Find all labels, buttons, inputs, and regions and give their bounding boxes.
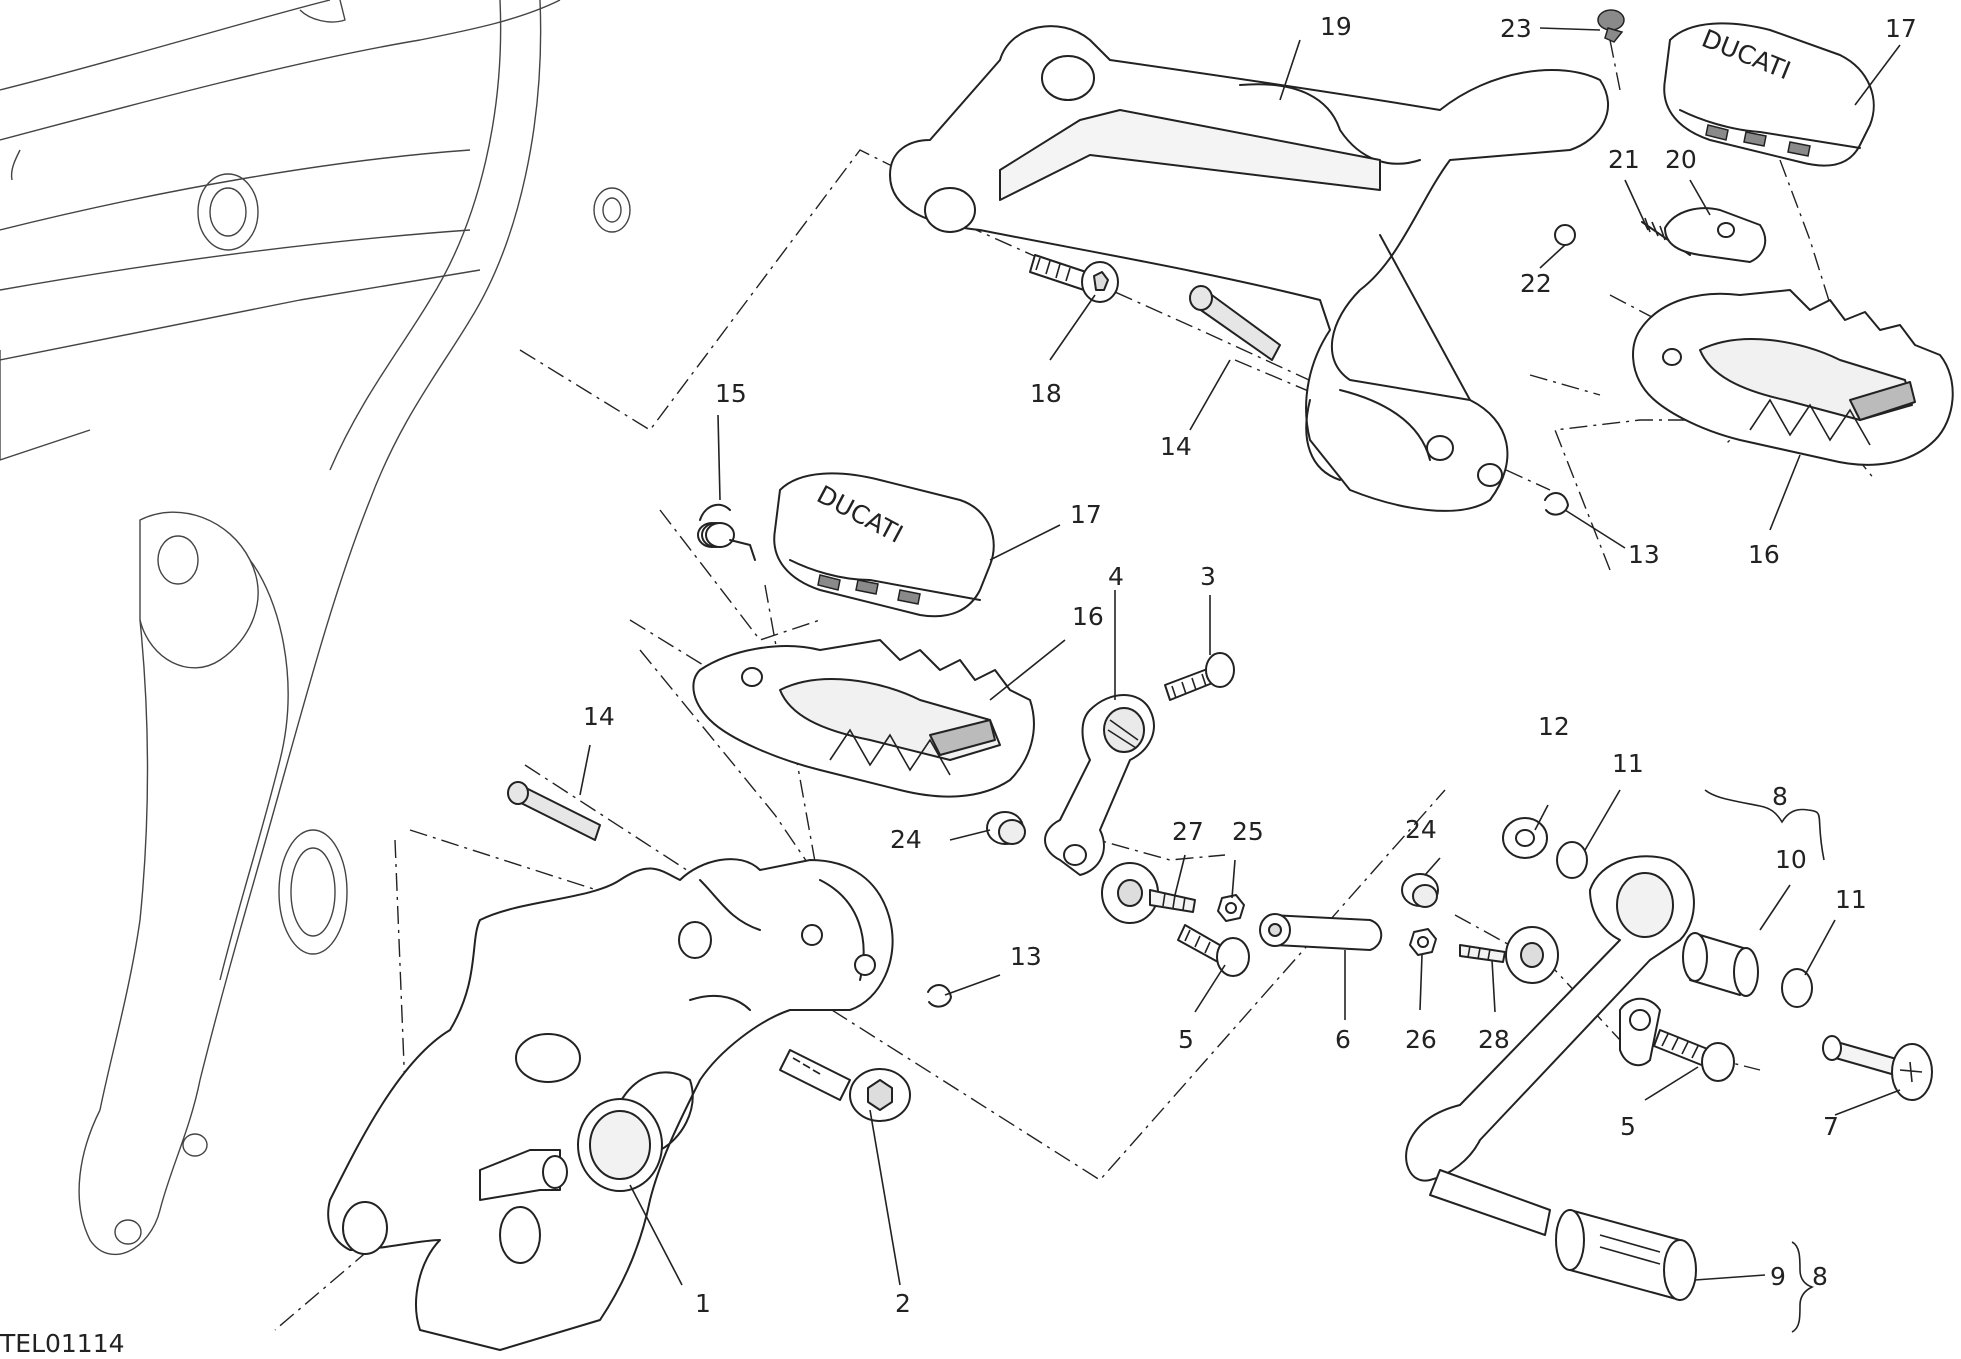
motorcycle-frame xyxy=(0,0,631,1256)
clip-13-lower xyxy=(927,984,952,1008)
callout-13-lower: 13 xyxy=(1010,942,1042,971)
callout-13-upper: 13 xyxy=(1628,540,1660,569)
bolt-18 xyxy=(1029,254,1119,303)
callout-4: 4 xyxy=(1108,562,1124,591)
bushing-10 xyxy=(1682,932,1759,997)
callout-21: 21 xyxy=(1608,145,1640,174)
callout-5-center: 5 xyxy=(1178,1025,1194,1054)
brace-8-bottom xyxy=(1791,1241,1815,1333)
pin-14-upper xyxy=(1189,285,1281,361)
callout-28: 28 xyxy=(1478,1025,1510,1054)
callout-7: 7 xyxy=(1823,1112,1839,1141)
circlip-11-upper xyxy=(1556,841,1588,879)
bolt-3 xyxy=(1164,652,1235,701)
callout-10: 10 xyxy=(1775,845,1807,874)
rider-footpeg xyxy=(692,639,1035,798)
clip-13-upper xyxy=(1544,492,1569,516)
nut-25 xyxy=(1217,894,1245,922)
bolt-5-right xyxy=(1653,1029,1735,1082)
callout-14-lower: 14 xyxy=(583,702,615,731)
spring-15 xyxy=(697,503,756,561)
callout-2: 2 xyxy=(895,1289,911,1318)
callout-24-right: 24 xyxy=(1405,815,1437,844)
callout-5-right: 5 xyxy=(1620,1112,1636,1141)
callout-27: 27 xyxy=(1172,817,1204,846)
bolt-2 xyxy=(779,1049,911,1122)
callout-22: 22 xyxy=(1520,269,1552,298)
gear-peg-rubber-9 xyxy=(1555,1209,1697,1301)
callout-26: 26 xyxy=(1405,1025,1437,1054)
callout-24-left: 24 xyxy=(890,825,922,854)
callout-9: 9 xyxy=(1770,1262,1786,1291)
passenger-footpeg xyxy=(1632,289,1954,466)
passenger-footpeg-rubber: DUCATI xyxy=(1663,22,1875,167)
plate-20 xyxy=(1664,207,1767,263)
callout-23: 23 xyxy=(1500,14,1532,43)
ball-22 xyxy=(1554,224,1576,246)
gear-lever-8 xyxy=(1405,855,1695,1236)
nut-24-left xyxy=(986,811,1026,845)
callout-14-upper: 14 xyxy=(1160,432,1192,461)
callout-labels: 19 23 17 21 20 22 13 16 18 14 15 17 16 4… xyxy=(583,12,1917,1318)
callout-17-lower: 17 xyxy=(1070,500,1102,529)
linkage-rod-6 xyxy=(1259,913,1383,951)
nut-24-right xyxy=(1401,873,1439,908)
callout-8-upper: 8 xyxy=(1772,782,1788,811)
circlip-11-lower xyxy=(1781,968,1813,1008)
callout-18: 18 xyxy=(1030,379,1062,408)
rod-end-27 xyxy=(1101,862,1196,924)
callout-16-lower: 16 xyxy=(1072,602,1104,631)
pivot-bolt-7 xyxy=(1822,1035,1933,1101)
washer-12 xyxy=(1502,817,1548,859)
callout-3: 3 xyxy=(1200,562,1216,591)
callout-25: 25 xyxy=(1232,817,1264,846)
drawing-code: TEL01114 xyxy=(0,1329,125,1358)
callout-16-upper: 16 xyxy=(1748,540,1780,569)
shift-lever-4 xyxy=(1044,694,1155,876)
leader-lines xyxy=(579,27,1901,1286)
nut-26 xyxy=(1409,928,1437,956)
callout-12: 12 xyxy=(1538,712,1570,741)
brace-8-top xyxy=(1704,789,1825,861)
screw-23 xyxy=(1597,9,1625,43)
pin-14-lower xyxy=(507,781,601,841)
rider-footpeg-bracket xyxy=(327,858,894,1351)
bolt-5-center xyxy=(1177,924,1250,977)
callout-20: 20 xyxy=(1665,145,1697,174)
rider-footpeg-rubber: DUCATI xyxy=(773,472,995,618)
rod-end-28 xyxy=(1459,926,1559,984)
callout-6: 6 xyxy=(1335,1025,1351,1054)
callout-19: 19 xyxy=(1320,12,1352,41)
callout-15: 15 xyxy=(715,379,747,408)
callout-1: 1 xyxy=(695,1289,711,1318)
callout-11-upper: 11 xyxy=(1612,749,1644,778)
callout-17-upper: 17 xyxy=(1885,14,1917,43)
passenger-footpeg-bracket xyxy=(889,25,1610,512)
callout-8-lower: 8 xyxy=(1812,1262,1828,1291)
callout-11-lower: 11 xyxy=(1835,885,1867,914)
